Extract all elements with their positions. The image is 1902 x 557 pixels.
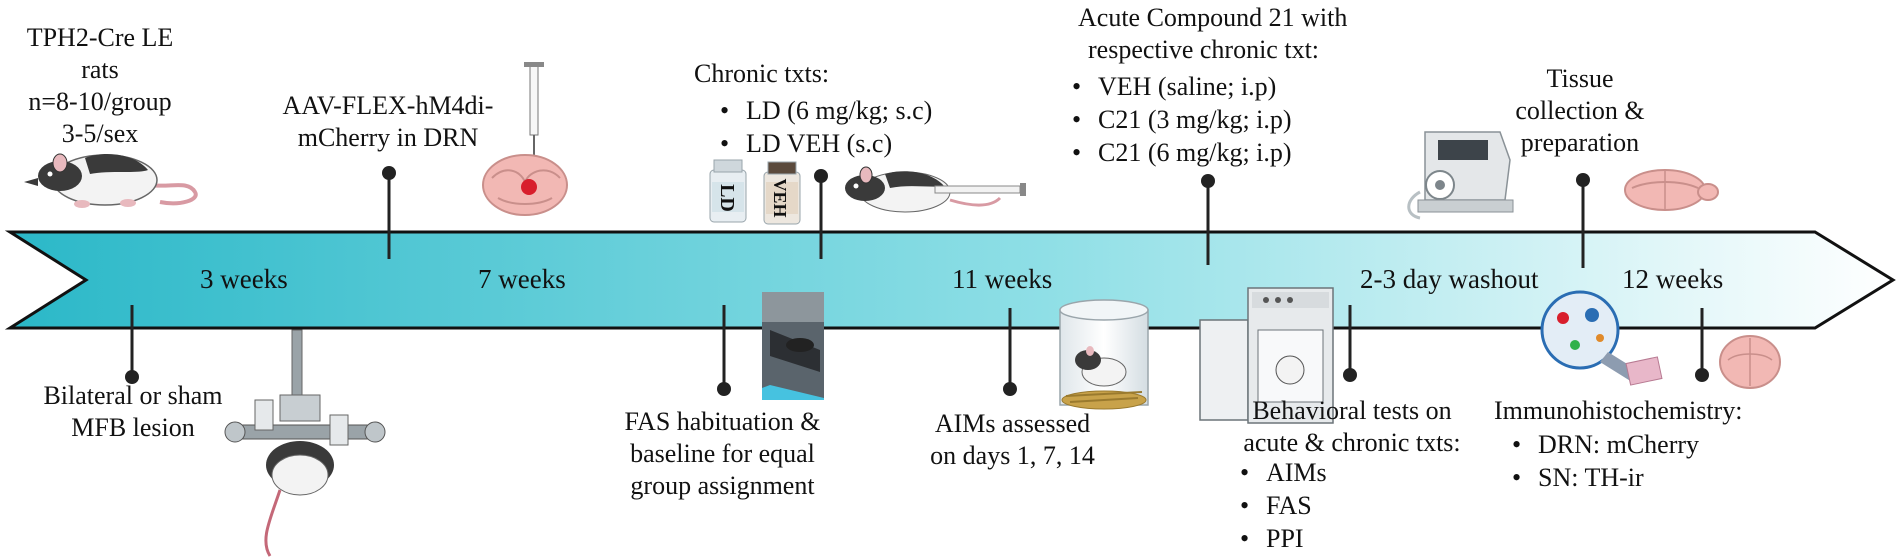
aims-line2: on days 1, 7, 14 [930,441,1095,470]
rat-icon [24,153,198,208]
brain-section-icon [482,154,568,216]
aav-line2: mCherry in DRN [297,123,479,152]
phase-7-weeks: 7 weeks [478,264,566,294]
svg-text:VEH: VEH [770,178,790,217]
injected-rat-icon [845,166,1026,213]
marker-aav [382,166,396,259]
marker-acute [1201,174,1215,265]
behavior-item: FAS [1236,489,1327,522]
fas-line2: baseline for equal [630,439,815,468]
perfusion-pump-icon [1407,131,1514,220]
ihc-title: Immunohistochemistry: [1494,396,1743,425]
phase-3-weeks: 3 weeks [200,264,288,294]
acute-line2: respective chronic txt: [1088,35,1320,64]
marker-behavior [1343,305,1357,382]
aav-label: AAV-FLEX-hM4di- mCherry in DRN [258,90,518,154]
startle-chamber-icon [1199,287,1334,424]
acute-item: C21 (6 mg/kg; i.p) [1068,136,1292,169]
fas-photo-icon [762,292,824,400]
tissue-line2: collection & [1515,96,1645,125]
ihc-item: SN: TH-ir [1508,461,1699,494]
acute-title: Acute Compound 21 with respective chroni… [1078,2,1347,66]
cells-slide-icon [1540,290,1663,386]
lesion-line2: MFB lesion [71,413,195,442]
acute-item: C21 (3 mg/kg; i.p) [1068,103,1292,136]
tissue-label: Tissue collection & preparation [1500,63,1660,159]
subjects-line3: n=8-10/group [28,87,172,116]
fas-line1: FAS habituation & [624,407,821,436]
chronic-item: LD (6 mg/kg; s.c) [716,94,932,127]
marker-aims [1003,308,1017,396]
fas-label: FAS habituation & baseline for equal gro… [600,406,845,502]
stereotaxic-frame-icon [224,329,386,557]
chronic-item: LD VEH (s.c) [716,127,932,160]
chronic-title: Chronic txts: [694,59,830,88]
behavior-list: AIMs FAS PPI [1236,456,1327,555]
ld-vial-icon: LD [709,159,747,223]
phase-washout: 2-3 day washout [1360,264,1539,294]
marker-tissue [1576,173,1590,268]
behavior-line1: Behavioral tests on [1252,396,1452,425]
ihc-list: DRN: mCherry SN: TH-ir [1508,428,1699,494]
subjects-line2: rats [81,55,119,84]
marker-fas [717,305,731,396]
subjects-label: TPH2-Cre LE rats n=8-10/group 3-5/sex [10,22,190,150]
veh-vial-icon: VEH [763,161,801,225]
tissue-line3: preparation [1520,128,1640,157]
syringe-icon [524,62,544,160]
ihc-item: DRN: mCherry [1508,428,1699,461]
behavior-item: PPI [1236,522,1327,555]
subjects-line4: 3-5/sex [61,119,139,148]
phase-12-weeks: 12 weeks [1622,264,1724,294]
coronal-brain-icon [1719,335,1781,389]
aims-line1: AIMs assessed [934,409,1091,438]
behavior-line2: acute & chronic txts: [1243,428,1461,457]
marker-chronic [814,169,828,259]
cylinder-rat-icon [1059,299,1149,410]
acute-list: VEH (saline; i.p) C21 (3 mg/kg; i.p) C21… [1068,70,1292,169]
whole-brain-icon [1624,169,1719,211]
subjects-line1: TPH2-Cre LE [26,23,174,52]
acute-item: VEH (saline; i.p) [1068,70,1292,103]
behavior-title: Behavioral tests on acute & chronic txts… [1222,395,1482,459]
phase-11-weeks: 11 weeks [952,264,1053,294]
aims-label: AIMs assessed on days 1, 7, 14 [905,408,1120,472]
marker-ihc [1695,308,1709,382]
behavior-item: AIMs [1236,456,1327,489]
lesion-line1: Bilateral or sham [43,381,223,410]
fas-line3: group assignment [630,471,815,500]
aav-line1: AAV-FLEX-hM4di- [282,91,494,120]
svg-text:LD: LD [716,184,738,212]
lesion-label: Bilateral or sham MFB lesion [28,380,238,444]
marker-lesion [125,305,139,384]
chronic-list: LD (6 mg/kg; s.c) LD VEH (s.c) [716,94,932,160]
acute-line1: Acute Compound 21 with [1078,3,1348,32]
tissue-line1: Tissue [1546,64,1614,93]
timeline-arrow [4,230,1896,330]
